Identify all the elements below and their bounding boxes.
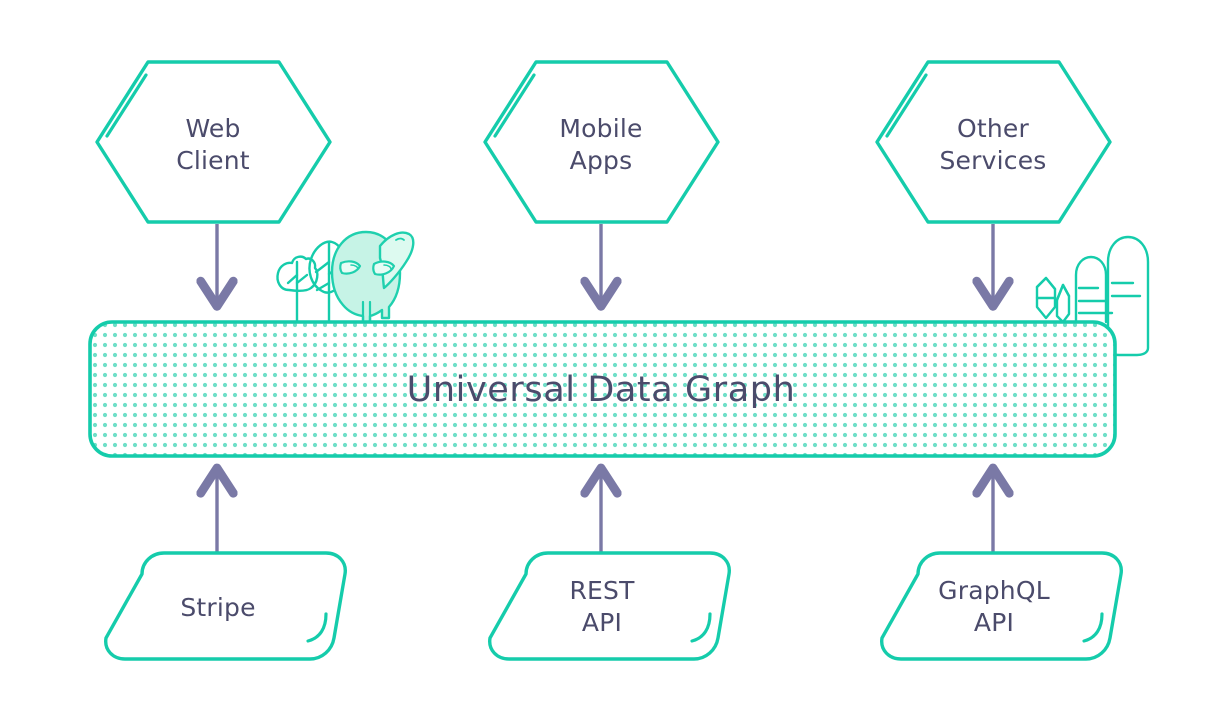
node-stripe[interactable]: Stripe	[104, 551, 347, 661]
graphql-api-label-line1: GraphQL	[938, 576, 1050, 605]
banner-dot-pattern	[90, 322, 1115, 456]
bush-icon	[276, 255, 319, 324]
stripe-accent-arc	[306, 612, 328, 643]
rest-api-label-line2: API	[582, 608, 622, 637]
graphql-api-accent-arc	[1082, 612, 1104, 643]
other-services-label-line2: Services	[939, 146, 1046, 175]
downward-connectors	[217, 224, 993, 306]
other-services-hexagon[interactable]	[875, 60, 1112, 224]
mobile-apps-label-line2: Apps	[570, 146, 633, 175]
node-other-services[interactable]: Other Services	[875, 60, 1112, 224]
graphql-api-box-shape[interactable]	[880, 551, 1123, 661]
web-client-label-line2: Client	[176, 146, 250, 175]
mobile-apps-accent-line	[493, 73, 536, 138]
mobile-apps-hexagon[interactable]	[483, 60, 720, 224]
left-decoration-group	[276, 230, 415, 324]
upward-connectors	[217, 468, 993, 552]
node-mobile-apps[interactable]: Mobile Apps	[483, 60, 720, 224]
rest-api-box-shape[interactable]	[488, 551, 731, 661]
mascot-creature-icon	[330, 230, 415, 324]
rest-api-label-line1: REST	[569, 576, 635, 605]
graphql-api-label-line2: API	[974, 608, 1014, 637]
node-web-client[interactable]: Web Client	[95, 60, 332, 224]
crystal-cluster-icon	[1035, 276, 1071, 324]
right-decoration-group	[1035, 235, 1150, 357]
node-graphql-api[interactable]: GraphQL API	[880, 551, 1123, 661]
stripe-box-shape[interactable]	[104, 551, 347, 661]
node-rest-api[interactable]: REST API	[488, 551, 731, 661]
web-client-hexagon[interactable]	[95, 60, 332, 224]
web-client-accent-line	[105, 73, 148, 138]
stripe-label-line1: Stripe	[180, 593, 255, 622]
other-services-accent-line	[885, 73, 928, 138]
other-services-label-line1: Other	[957, 114, 1030, 143]
mobile-apps-label-line1: Mobile	[559, 114, 642, 143]
banner-title: Universal Data Graph	[407, 370, 796, 410]
node-universal-data-graph[interactable]: Universal Data Graph	[88, 320, 1117, 458]
web-client-label-line1: Web	[185, 114, 240, 143]
cactus-icon	[1074, 255, 1114, 324]
rest-api-accent-arc	[690, 612, 712, 643]
banner-border[interactable]	[88, 320, 1117, 458]
